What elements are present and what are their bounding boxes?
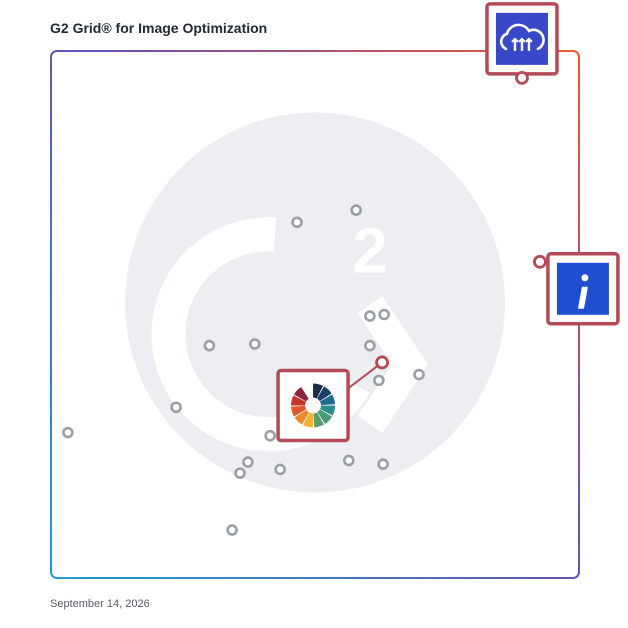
wheel-segment bbox=[294, 409, 310, 425]
scatter-point bbox=[242, 456, 254, 468]
upload-arrow-head bbox=[511, 37, 519, 43]
upload-arrow-head bbox=[518, 37, 526, 43]
wheel-segment bbox=[313, 383, 324, 399]
wheel-segment bbox=[303, 412, 314, 428]
scatter-point bbox=[377, 458, 389, 470]
info-letter-i-logo-callout bbox=[533, 252, 620, 326]
info-letter-i-logo-icon bbox=[556, 262, 609, 315]
color-wheel-logo-callout bbox=[276, 355, 389, 443]
highlighted-point bbox=[375, 355, 389, 370]
scatter-point bbox=[274, 463, 286, 476]
wheel-segment bbox=[317, 386, 332, 402]
scatter-point bbox=[291, 216, 303, 229]
upload-arrow-head bbox=[525, 37, 533, 43]
scatter-point bbox=[264, 429, 276, 442]
g2-watermark-chevron bbox=[357, 296, 429, 433]
g2-watermark-text: 2 bbox=[352, 215, 388, 287]
info-stem bbox=[577, 286, 588, 309]
cloud-outline bbox=[499, 23, 545, 51]
scatter-point bbox=[378, 308, 390, 321]
scatter-point bbox=[364, 310, 376, 322]
info-dot bbox=[581, 274, 589, 282]
scatter-point bbox=[203, 339, 216, 352]
scatter-point bbox=[373, 374, 385, 387]
cloud-upload-logo-icon bbox=[495, 12, 548, 65]
wheel-segment bbox=[319, 394, 336, 406]
color-wheel-logo-icon bbox=[287, 379, 340, 432]
scatter-point bbox=[364, 339, 376, 352]
wheel-segment bbox=[291, 395, 306, 406]
wheel-segment bbox=[317, 409, 333, 424]
wheel-segment bbox=[291, 405, 307, 417]
wheel-segment bbox=[320, 405, 336, 416]
wheel-segment bbox=[294, 387, 309, 402]
scatter-point bbox=[226, 524, 238, 536]
scatter-point bbox=[62, 426, 74, 439]
chart-title: G2 Grid® for Image Optimization bbox=[50, 20, 268, 36]
cloud-upload-logo-callout bbox=[485, 2, 559, 85]
scatter-point bbox=[249, 338, 261, 350]
highlighted-point bbox=[533, 254, 547, 269]
callout-connector bbox=[347, 361, 383, 390]
wheel-segment bbox=[313, 412, 325, 428]
scatter-point bbox=[234, 467, 246, 479]
report-date: September 14, 2026 bbox=[50, 598, 150, 610]
scatter-point bbox=[170, 401, 182, 414]
scatter-point bbox=[342, 454, 355, 467]
highlighted-point bbox=[515, 70, 529, 85]
scatter-point bbox=[350, 204, 362, 216]
scatter-point bbox=[413, 368, 425, 381]
